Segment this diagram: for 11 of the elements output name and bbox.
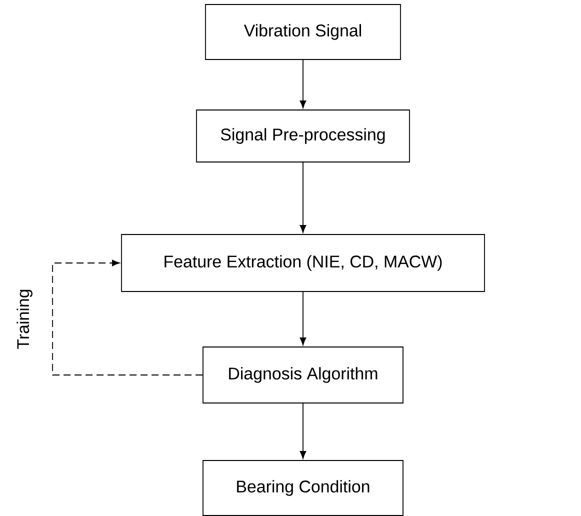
process-box: Signal Pre-processing (196, 110, 410, 162)
arrow (300, 292, 306, 346)
dashed-arrow (52, 260, 203, 376)
process-box: Vibration Signal (205, 4, 401, 60)
arrow (300, 162, 306, 233)
process-box: Feature Extraction (NIE, CD, MACW) (121, 234, 485, 292)
process-box: Diagnosis Algorithm (202, 346, 404, 404)
process-box: Bearing Condition (202, 460, 404, 516)
arrow (300, 403, 306, 459)
arrow (300, 60, 306, 108)
edge-label: Training (16, 288, 34, 350)
